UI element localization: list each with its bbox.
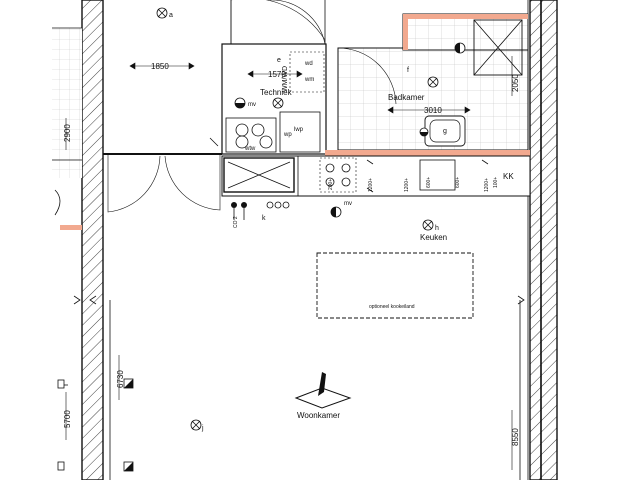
label-h: h (435, 225, 439, 232)
socket-label-2: 1200+ (368, 178, 374, 192)
room-labels: Techniek Badkamer Keuken Woonkamer (260, 88, 447, 420)
label-wd: wd (304, 61, 313, 67)
circuit-sockets-icon (231, 201, 290, 220)
dim-left-lower: 5700 (63, 410, 72, 428)
dim-living-8550: 8550 (511, 428, 520, 446)
mv-kitchen-icon (330, 206, 342, 218)
label-mv: mv (248, 102, 256, 108)
mv-technics-icon (234, 97, 246, 109)
kitchen-island (316, 252, 474, 319)
dim-left-room: 2900 (63, 124, 72, 142)
right-wall (527, 0, 558, 480)
socket-label-4: 600+ (426, 177, 432, 188)
socket-label-1: 200+ (328, 179, 334, 190)
label-wm: wm (304, 77, 314, 83)
label-lwp: lwp (294, 127, 304, 133)
kitchen-counter (221, 155, 531, 197)
room-technics: Techniek (260, 88, 293, 97)
point-h-icon (422, 219, 434, 231)
wall-markers (73, 137, 525, 305)
hall-area (230, 0, 326, 45)
label-j: j (201, 425, 204, 432)
mv-bath-icon (454, 42, 466, 54)
point-j-icon (190, 419, 202, 431)
left-adjacent-unit (52, 27, 82, 471)
hall-doors (103, 153, 222, 213)
left-wall (81, 0, 104, 480)
room-living: Woonkamer (297, 411, 340, 420)
point-a-icon (156, 7, 168, 19)
label-wmwd: WM/WD (282, 66, 289, 92)
dimension-lines (65, 56, 513, 470)
dim-hall-width: 1850 (151, 62, 169, 71)
dim-technics-width: 1570 (268, 70, 286, 79)
label-e: e (277, 57, 281, 64)
dim-bath-depth: 2050 (511, 74, 520, 92)
label-f: f (407, 67, 409, 74)
mv-bath2-icon (419, 127, 429, 137)
fixture-symbols (73, 7, 525, 472)
fixture-labels: WM/WD wd wm lwp wtw wp mv KK optioneel k… (169, 12, 514, 432)
label-kk: KK (503, 172, 514, 181)
living-area-lines (109, 300, 521, 480)
room-kitchen: Keuken (420, 233, 447, 242)
socket-label-6: 100+ (493, 177, 499, 188)
dim-living-6730: 6730 (116, 370, 125, 388)
label-kitchen-mv: mv (344, 201, 352, 207)
socket-label-3: 1200+ (404, 178, 410, 192)
floor-socket-icons (319, 157, 357, 193)
switch-panel-icon (123, 378, 134, 472)
socket-label-5: 600+ (455, 177, 461, 188)
socket-label-7: 1200+ (484, 178, 490, 192)
label-co2: CO 2 (233, 216, 239, 228)
label-a: a (169, 12, 173, 19)
label-island: optioneel kookeiland (369, 304, 415, 310)
label-wp: wp (283, 132, 292, 138)
label-k: k (262, 215, 266, 222)
room-bathroom: Badkamer (388, 93, 425, 102)
label-g: g (443, 128, 447, 135)
bathroom (325, 13, 530, 156)
socket-labels: 200+ 1200+ 1200+ 600+ 600+ 100+ 1200+ (328, 177, 499, 192)
dim-bath-width: 3010 (424, 106, 442, 115)
label-wtw: wtw (244, 146, 256, 152)
dimension-labels: 1850 1570 3010 2050 2900 5700 6730 8550 (63, 62, 520, 446)
stair-arrow-icon (294, 372, 352, 409)
point-f-icon (427, 76, 439, 88)
